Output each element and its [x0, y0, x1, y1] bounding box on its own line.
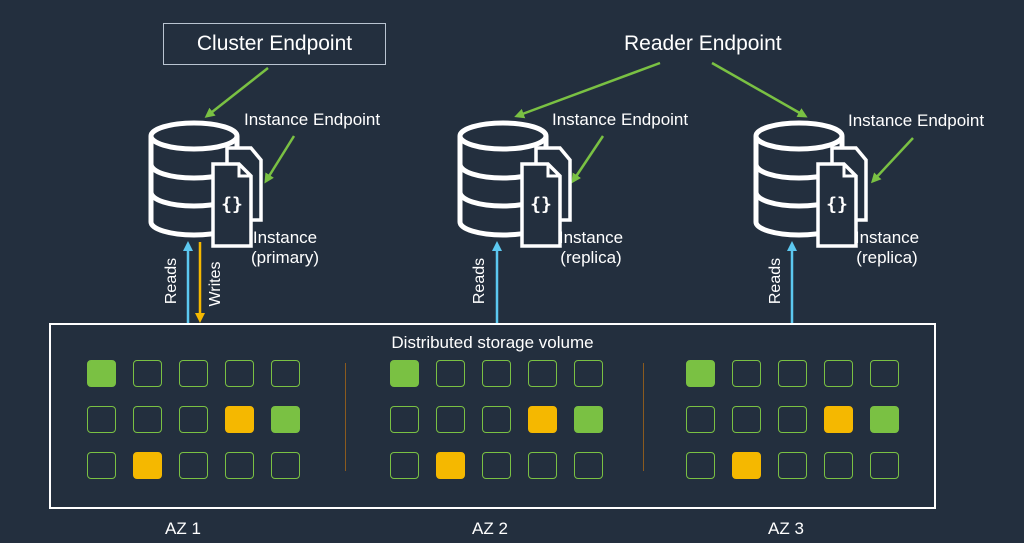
reader-to-replica-1-arrow: [514, 61, 661, 119]
instance-label-2: Instance (replica): [546, 228, 636, 268]
storage-segment-empty: [390, 406, 419, 433]
reads-label-2: Reads: [471, 257, 488, 305]
storage-segment-empty: [179, 406, 208, 433]
storage-segment-empty: [133, 360, 162, 387]
instance-role: (primary): [251, 248, 319, 267]
reads-label-1: Reads: [163, 257, 180, 305]
storage-segment-empty: [390, 452, 419, 479]
storage-segment-empty: [225, 452, 254, 479]
distributed-storage-volume: Distributed storage volume: [49, 323, 936, 509]
storage-segment-empty: [686, 406, 715, 433]
instance-label-3: Instance (replica): [842, 228, 932, 268]
storage-segment-active: [574, 406, 603, 433]
reader-to-replica-2-arrow: [711, 61, 808, 118]
storage-segment-empty: [778, 406, 807, 433]
storage-segment-empty: [225, 360, 254, 387]
document-code-icon: {}: [211, 146, 263, 248]
storage-segment-empty: [87, 406, 116, 433]
storage-segment-empty: [133, 406, 162, 433]
instance-role: (replica): [856, 248, 918, 267]
az-3-grid: [686, 360, 899, 479]
instance-title: Instance: [252, 228, 318, 247]
storage-segment-empty: [824, 452, 853, 479]
svg-text:{}: {}: [530, 194, 552, 215]
storage-segment-active: [271, 406, 300, 433]
instance-endpoint-2-arrow: [571, 135, 605, 184]
storage-segment-active: [686, 360, 715, 387]
storage-segment-active: [870, 406, 899, 433]
az-1-label: AZ 1: [165, 519, 201, 538]
cluster-endpoint: Cluster Endpoint: [163, 23, 386, 65]
storage-segment-active: [390, 360, 419, 387]
instance-endpoint-label-2: Instance Endpoint: [552, 110, 689, 129]
storage-segment-empty: [528, 360, 557, 387]
storage-segment-empty: [732, 406, 761, 433]
storage-segment-written: [436, 452, 465, 479]
instance-endpoint-label-3: Instance Endpoint: [848, 111, 985, 130]
storage-segment-written: [133, 452, 162, 479]
az-3-label: AZ 3: [768, 519, 804, 538]
cluster-to-primary-arrow: [204, 67, 269, 118]
storage-segment-written: [732, 452, 761, 479]
reads-label-3: Reads: [767, 257, 784, 305]
instance-label-1: Instance (primary): [240, 228, 330, 268]
storage-segment-empty: [574, 452, 603, 479]
writes-label: Writes: [207, 261, 224, 307]
storage-segment-empty: [179, 360, 208, 387]
storage-segment-empty: [482, 360, 511, 387]
storage-segment-empty: [732, 360, 761, 387]
storage-segment-written: [528, 406, 557, 433]
storage-segment-empty: [528, 452, 557, 479]
storage-segment-empty: [87, 452, 116, 479]
document-code-icon: {}: [816, 146, 868, 248]
storage-segment-empty: [179, 452, 208, 479]
storage-segment-empty: [778, 360, 807, 387]
storage-segment-written: [824, 406, 853, 433]
reader-endpoint: Reader Endpoint: [624, 32, 782, 55]
storage-title: Distributed storage volume: [391, 333, 594, 352]
storage-segment-empty: [824, 360, 853, 387]
storage-segment-empty: [436, 360, 465, 387]
az-1-grid: [87, 360, 300, 479]
instance-title: Instance: [558, 228, 624, 247]
storage-segment-empty: [870, 452, 899, 479]
instance-endpoint-3-arrow: [870, 137, 914, 184]
az-divider: [345, 363, 346, 471]
az-divider: [643, 363, 644, 471]
az-2-grid: [390, 360, 603, 479]
cluster-endpoint-label: Cluster Endpoint: [196, 32, 353, 55]
storage-segment-empty: [436, 406, 465, 433]
document-code-icon: {}: [520, 146, 572, 248]
instance-role: (replica): [560, 248, 622, 267]
svg-text:{}: {}: [826, 194, 848, 215]
storage-segment-empty: [271, 452, 300, 479]
storage-segment-empty: [686, 452, 715, 479]
storage-segment-empty: [271, 360, 300, 387]
svg-text:{}: {}: [221, 194, 243, 215]
storage-segment-empty: [574, 360, 603, 387]
storage-segment-empty: [482, 406, 511, 433]
storage-segment-empty: [778, 452, 807, 479]
instance-title: Instance: [854, 228, 920, 247]
storage-segment-empty: [870, 360, 899, 387]
storage-segment-written: [225, 406, 254, 433]
az-2-label: AZ 2: [472, 519, 508, 538]
instance-endpoint-label-1: Instance Endpoint: [244, 110, 381, 129]
storage-segment-active: [87, 360, 116, 387]
storage-segment-empty: [482, 452, 511, 479]
instance-endpoint-1-arrow: [264, 135, 296, 184]
